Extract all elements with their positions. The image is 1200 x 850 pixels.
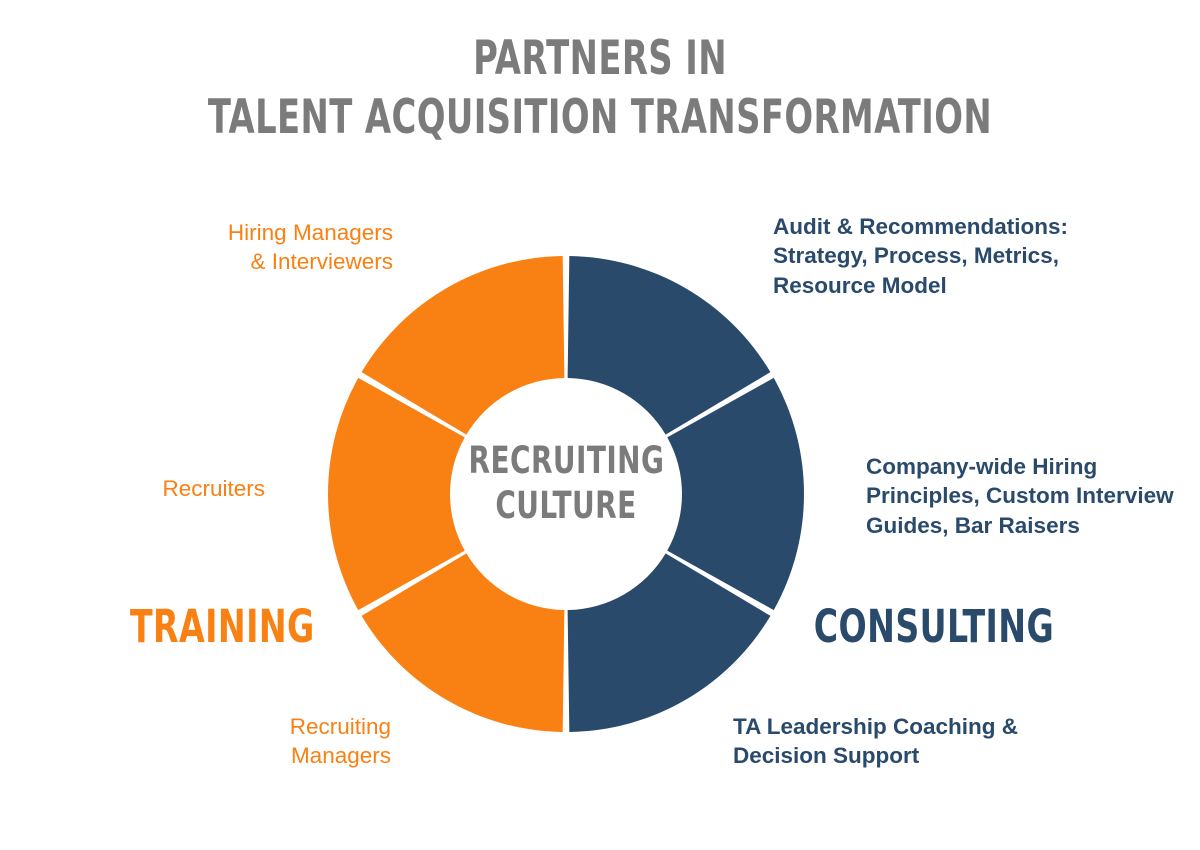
donut-chart: RECRUITING CULTURE — [328, 256, 804, 732]
donut-segment — [328, 377, 465, 611]
page-title-line-2: TALENT ACQUISITION TRANSFORMATION — [207, 89, 993, 145]
donut-segment — [667, 377, 804, 611]
donut-segment — [567, 256, 771, 435]
consulting-heading: CONSULTING — [813, 600, 1054, 653]
training-callout-hiring-managers: Hiring Managers & Interviewers — [227, 220, 393, 275]
training-heading: TRAINING — [130, 600, 315, 653]
donut-segment-group — [328, 256, 804, 732]
training-callout-recruiting-managers: Recruiting Managers — [289, 714, 391, 769]
training-callout-recruiters: Recruiters — [162, 476, 265, 501]
page-title: PARTNERS IN TALENT ACQUISITION TRANSFORM… — [0, 31, 1200, 145]
donut-segment — [361, 256, 565, 435]
donut-segment — [361, 553, 565, 732]
donut-chart-svg — [328, 256, 804, 732]
consulting-callout-leadership-coaching: TA Leadership Coaching & Decision Suppor… — [733, 714, 1019, 769]
page-title-line-1: PARTNERS IN — [473, 31, 727, 86]
consulting-callout-hiring-principles: Company-wide Hiring Principles, Custom I… — [866, 454, 1174, 538]
consulting-callout-audit: Audit & Recommendations: Strategy, Proce… — [773, 214, 1069, 298]
donut-segment — [567, 553, 771, 732]
